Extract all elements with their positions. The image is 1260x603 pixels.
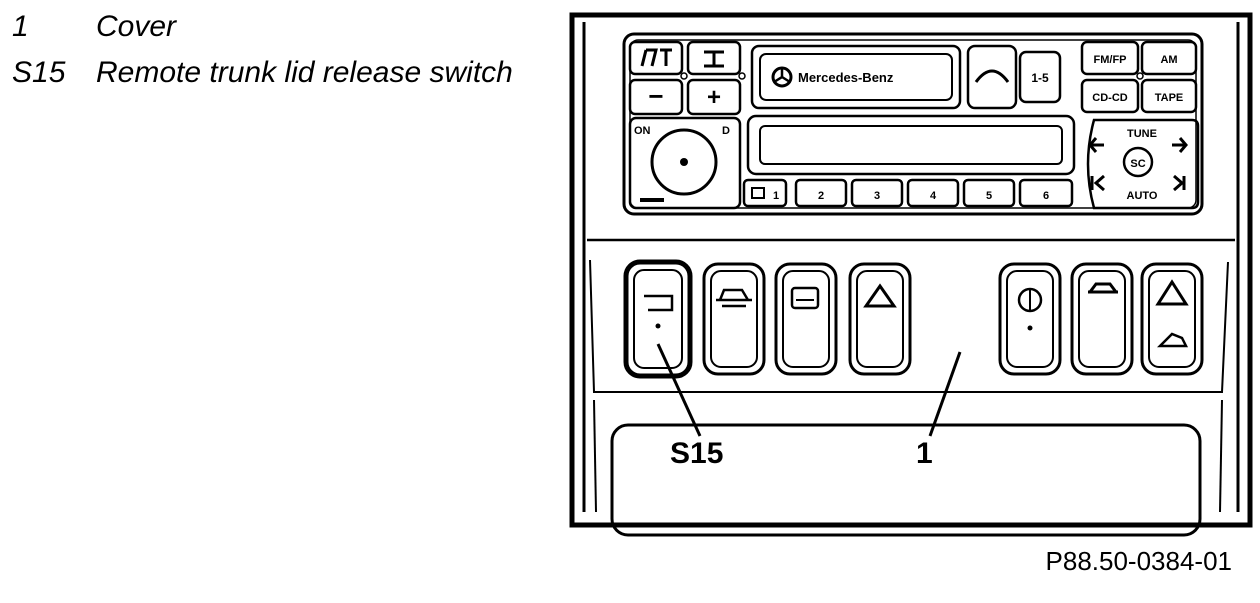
scan-button [1122,146,1154,178]
switch-2 [702,262,766,376]
preset-button-5 [962,178,1016,208]
minus-label: − [648,81,663,111]
tune-label: TUNE [1127,128,1157,140]
cd-button [1080,78,1140,114]
volume-plus-button [686,78,742,116]
s15-leader-line [656,343,702,437]
car-icon [716,288,752,308]
preset-button-1 [742,178,788,208]
brand-label: Mercedes-Benz [798,70,894,85]
switch-s15 [623,259,693,379]
radio-unit: − + Mercedes-Benz 1-5 FM/FP AM CD-CD TAP… [622,32,1204,216]
svg-text:1: 1 [773,190,779,202]
volume-knob [650,128,718,196]
tape-button [1140,78,1198,114]
fader-button [686,40,742,76]
preset-button-3 [850,178,904,208]
switch-3 [774,262,838,376]
cover-callout: 1 [916,437,933,470]
preset-button-2 [794,178,848,208]
knob-panel [628,116,742,210]
svg-text:6: 6 [1043,190,1049,202]
svg-text:CD-CD: CD-CD [1092,92,1127,104]
svg-text:4: 4 [930,190,937,202]
switch-4 [848,262,912,376]
legend-description: Cover [96,10,177,43]
figure-id: P88.50-0384-01 [1045,546,1232,576]
seat-icon [1156,332,1189,348]
am-button [1140,40,1198,76]
diagram-frame [569,12,1253,528]
eject-label: D [722,125,730,137]
cover-leader-line [928,351,962,437]
seek-forward-icon [1173,174,1186,192]
preset-button-4 [906,178,960,208]
legend-code: 1 [12,10,29,43]
switch-panel-outline [589,259,1229,393]
band-button [1018,50,1062,104]
svg-text:3: 3 [874,190,880,202]
seek-back-icon [1090,174,1105,192]
storage-tray [610,423,1202,537]
brand-plate [750,44,962,110]
preset-button-6 [1018,178,1074,208]
switch-7 [1140,262,1204,376]
bass-treble-button [628,40,684,76]
s15-callout: S15 [670,437,723,470]
svg-text:FM/FP: FM/FP [1094,54,1127,66]
tune-left-icon [1088,137,1104,153]
svg-text:AM: AM [1160,54,1177,66]
legend-description: Remote trunk lid release switch [96,56,513,89]
warning-icon [1155,279,1189,306]
station-display [966,44,1018,110]
volume-minus-button [628,78,684,116]
window-icon [790,286,820,310]
band-label: 1-5 [1031,71,1049,85]
plus-label: + [707,84,721,111]
rear-window-icon [1088,282,1118,294]
hazard-icon [863,283,897,308]
lamp-icon [1017,287,1043,313]
trunk-release-icon [644,294,674,312]
auto-label: AUTO [1127,190,1158,202]
svg-text:5: 5 [986,190,992,202]
tune-right-icon [1172,137,1188,153]
on-label: ON [634,125,651,137]
svg-text:TAPE: TAPE [1155,92,1184,104]
legend-code: S15 [12,56,66,89]
switch-6 [1070,262,1134,376]
switch-5 [998,262,1062,376]
scan-label: SC [1130,158,1145,170]
svg-text:2: 2 [818,190,824,202]
tune-cluster [1086,118,1200,210]
cassette-slot [746,114,1076,176]
fm-button [1080,40,1140,76]
